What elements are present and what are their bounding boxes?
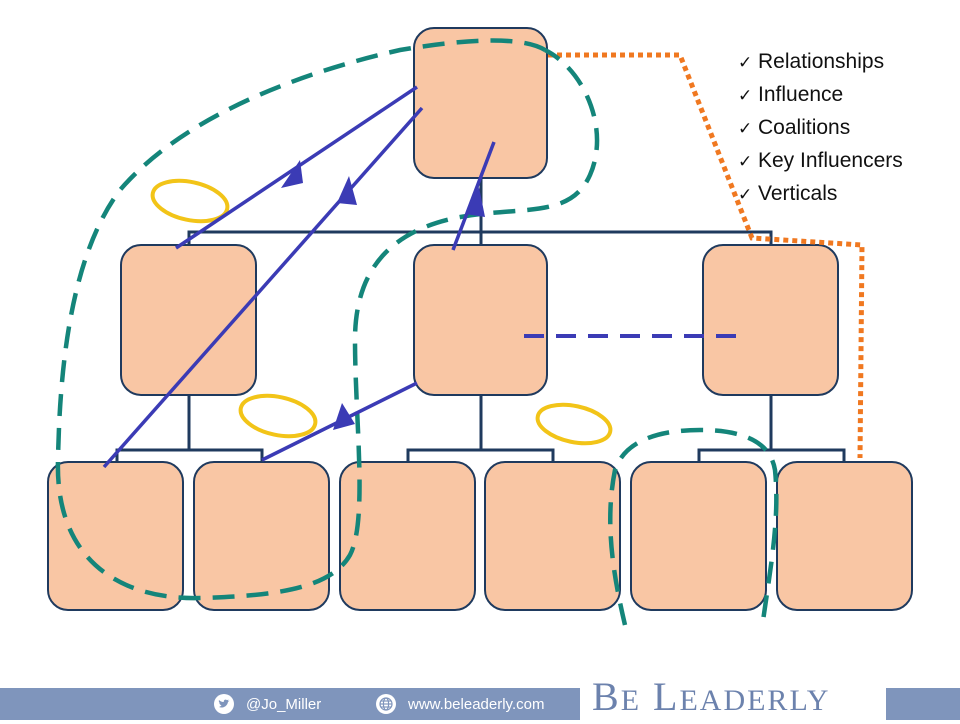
twitter-handle: @Jo_Miller	[246, 695, 322, 713]
arrowhead-exec-to-left-manager	[281, 160, 303, 188]
checklist-item-label: Coalitions	[758, 116, 851, 139]
connector-right-manager-to-staff	[697, 395, 846, 462]
checkmark-icon: ✓	[738, 86, 753, 105]
checkmark-icon: ✓	[738, 119, 753, 138]
connector-middle-manager-to-staff	[406, 395, 555, 462]
influencer-halos	[150, 178, 613, 446]
checklist-item-label: Influence	[758, 83, 844, 106]
org-box-manager-middle	[413, 244, 548, 396]
twitter-icon	[214, 694, 234, 714]
topic-checklist: ✓ Relationships ✓ Influence ✓ Coalitions ✓ K…	[738, 46, 903, 211]
org-boxes	[47, 27, 913, 611]
checklist-item: ✓ Coalitions	[738, 112, 903, 145]
checkmark-icon: ✓	[738, 53, 753, 72]
coalition-outline-right	[608, 427, 779, 629]
arrowhead-middle-manager-to-exec	[465, 187, 485, 217]
org-box-staff-5	[630, 461, 767, 611]
halo-staff-4	[535, 402, 613, 446]
org-box-staff-1	[47, 461, 184, 611]
arrow-line-middle-manager-to-exec	[451, 141, 496, 251]
footer-website[interactable]: www.beleaderly.com	[376, 692, 544, 716]
checklist-item: ✓ Influence	[738, 79, 903, 112]
globe-icon	[376, 694, 396, 714]
halo-staff-2	[238, 393, 318, 439]
influence-arrows	[102, 85, 496, 469]
brand-background	[580, 672, 886, 720]
website-url: www.beleaderly.com	[408, 695, 545, 713]
arrowhead-middle-manager-to-staff-2	[333, 403, 355, 430]
coalition-outlines	[55, 38, 779, 629]
org-box-staff-6	[776, 461, 913, 611]
checklist-item-label: Verticals	[758, 182, 838, 205]
checkmark-icon: ✓	[738, 152, 753, 171]
org-box-staff-2	[193, 461, 330, 611]
org-box-manager-right	[702, 244, 839, 396]
halo-manager-left	[150, 178, 230, 224]
org-box-staff-3	[339, 461, 476, 611]
footer-twitter[interactable]: @Jo_Miller	[214, 692, 321, 716]
arrow-line-exec-to-staff-1	[102, 106, 424, 469]
checklist-item-label: Key Influencers	[758, 149, 903, 172]
checklist-item: ✓ Verticals	[738, 178, 903, 211]
checklist-item: ✓ Relationships	[738, 46, 903, 79]
brand-logo-text: BE LEADERLY	[592, 674, 831, 719]
verticals-dotted-outline	[548, 52, 865, 459]
checkmark-icon: ✓	[738, 185, 753, 204]
checklist-item: ✓ Key Influencers	[738, 145, 903, 178]
connector-left-manager-to-staff	[115, 395, 264, 462]
footer: @Jo_Miller www.beleaderly.com BE LEADERL…	[0, 672, 960, 720]
coalition-outline-large	[55, 38, 600, 601]
org-box-executive	[413, 27, 548, 179]
arrowhead-exec-to-staff-1	[337, 176, 357, 205]
org-box-manager-left	[120, 244, 257, 396]
checklist-item-label: Relationships	[758, 50, 885, 73]
org-box-staff-4	[484, 461, 621, 611]
